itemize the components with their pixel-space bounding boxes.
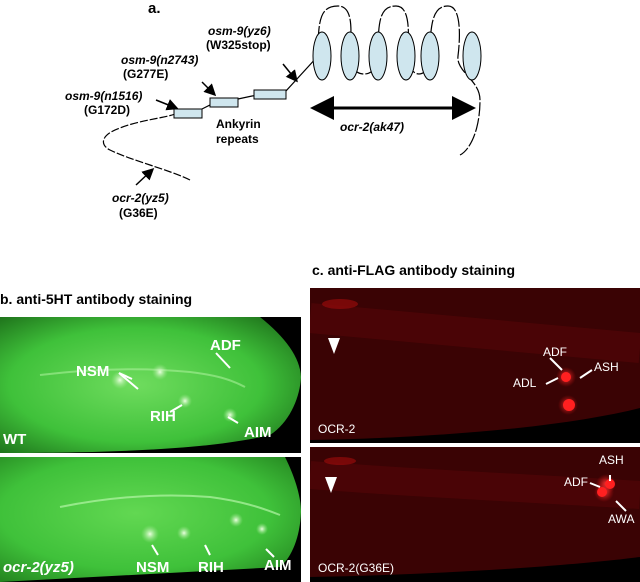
tm-domain-2: [340, 31, 360, 81]
ocr2-worm-micrograph: [310, 288, 640, 440]
ocr2-adl-label: ADL: [513, 376, 537, 390]
yz5-rih-label: RIH: [198, 559, 224, 576]
n-terminal-tail: [102, 113, 191, 181]
tm-domain-1: [312, 31, 332, 81]
wt-genotype-label: WT: [3, 431, 27, 448]
ocr2-genotype-label: OCR-2: [318, 422, 356, 436]
g36e-arrowhead: [325, 477, 337, 493]
ankyrin-repeat-2: [209, 97, 239, 108]
panel-c-g36e-image: ADF ASH AWA OCR-2(G36E): [310, 447, 640, 582]
g36e-awa-label: AWA: [608, 512, 635, 526]
g36e-ash-label: ASH: [599, 453, 624, 467]
panel-a-label: a.: [148, 0, 161, 17]
ocr2-arrowhead: [328, 338, 340, 354]
panel-b-title: b. anti-5HT antibody staining: [0, 291, 193, 307]
yz5-genotype-label: ocr-2(yz5): [3, 559, 74, 576]
g36e-worm-micrograph: [310, 447, 640, 577]
wt-adf-label: ADF: [210, 337, 241, 354]
n2743-arrow: [201, 81, 217, 97]
wt-aim-label: AIM: [244, 424, 272, 441]
tm-domain-5: [420, 31, 440, 81]
n1516-arrow: [155, 99, 179, 111]
yz5-worm-body: [0, 457, 301, 582]
panel-c-ocr2-image: ADF ADL ASH OCR-2: [310, 288, 640, 443]
yz5-mutation-name: ocr-2(yz5): [112, 191, 169, 205]
n2743-mutation-change: (G277E): [123, 67, 169, 81]
yz6-mutation-name: osm-9(yz6): [208, 24, 271, 38]
yz6-mutation-change: (W325stop): [206, 38, 271, 52]
wt-nsm-label: NSM: [76, 363, 110, 380]
yz5-worm-micrograph: [0, 457, 301, 582]
n1516-mutation-change: (G172D): [84, 103, 131, 117]
ankyrin-repeat-1: [173, 108, 203, 119]
tm-domain-4: [396, 31, 416, 81]
n2743-mutation-name: osm-9(n2743): [121, 53, 199, 67]
ankyrin-label-line2: repeats: [216, 132, 259, 146]
ankyrin-repeat-3: [253, 89, 287, 100]
ankyrin-label-line1: Ankyrin: [216, 117, 261, 131]
yz5-nsm-label: NSM: [136, 559, 170, 576]
wt-rih-label: RIH: [150, 408, 176, 425]
yz5-arrow: [135, 167, 155, 186]
tm-domain-3: [368, 31, 388, 81]
wt-worm-micrograph: [0, 317, 301, 453]
yz5-mutation-change: (G36E): [119, 206, 158, 220]
n1516-mutation-name: osm-9(n1516): [65, 89, 143, 103]
deletion-label: ocr-2(ak47): [340, 120, 405, 134]
g36e-genotype-label: OCR-2(G36E): [318, 561, 395, 575]
g36e-adf-label: ADF: [564, 475, 588, 489]
yz5-aim-label: AIM: [264, 557, 292, 574]
tm-domain-6: [462, 31, 482, 81]
panel-b-yz5-image: NSM RIH AIM ocr-2(yz5): [0, 457, 301, 582]
panel-b-wt-image: ADF NSM RIH AIM WT: [0, 317, 301, 453]
ocr2-adf-label: ADF: [543, 345, 567, 359]
yz6-arrow: [282, 63, 298, 83]
ocr2-ash-label: ASH: [594, 360, 619, 374]
topology-diagram: [102, 5, 482, 186]
panel-c-title: c. anti-FLAG antibody staining: [312, 262, 515, 278]
